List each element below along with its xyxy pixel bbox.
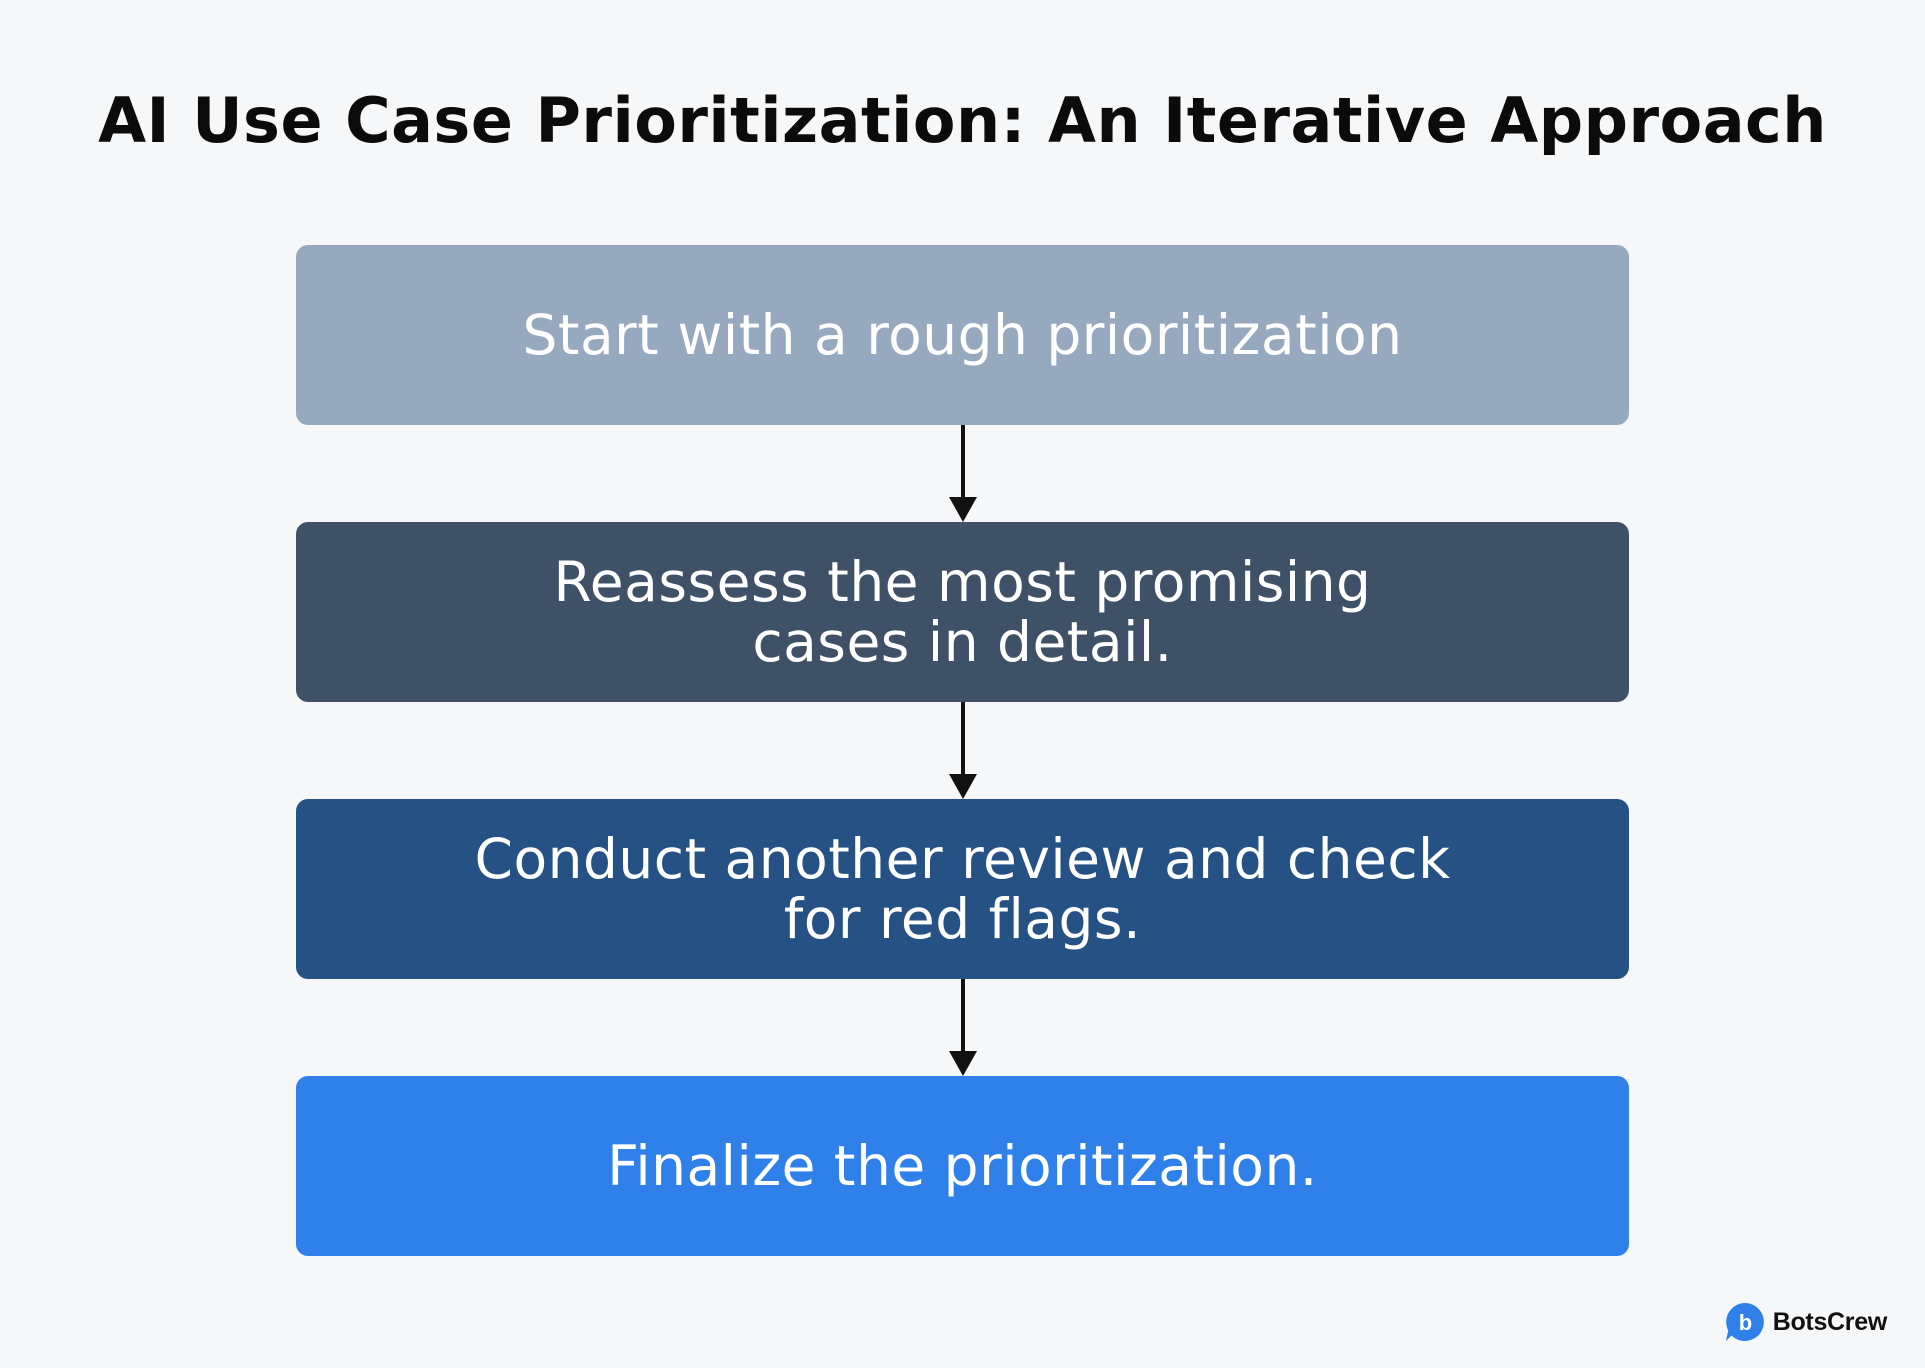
brand-name: BotsCrew (1772, 1307, 1888, 1336)
botscrew-logo-icon: b (1725, 1303, 1764, 1341)
botscrew-logo-letter: b (1738, 1310, 1751, 1335)
step-3-label: Conduct another review and check for red… (474, 827, 1451, 951)
diagram-title: AI Use Case Prioritization: An Iterative… (98, 84, 1827, 157)
step-4-box: Finalize the prioritization. (296, 1076, 1629, 1256)
flowchart: Start with a rough prioritization Reasse… (296, 245, 1629, 1256)
step-4-label: Finalize the prioritization. (607, 1134, 1318, 1198)
step-1-label: Start with a rough prioritization (522, 303, 1403, 367)
arrow-3-connector (296, 979, 1629, 1076)
arrow-2-connector (296, 702, 1629, 799)
arrow-down-icon (948, 979, 977, 1076)
arrow-1-connector (296, 425, 1629, 522)
brand-watermark: b BotsCrew (1725, 1302, 1887, 1342)
arrow-down-icon (948, 425, 977, 522)
step-2-label: Reassess the most promising cases in det… (553, 550, 1372, 674)
step-2-box: Reassess the most promising cases in det… (296, 522, 1629, 702)
step-3-box: Conduct another review and check for red… (296, 799, 1629, 979)
step-1-box: Start with a rough prioritization (296, 245, 1629, 425)
arrow-down-icon (948, 702, 977, 799)
